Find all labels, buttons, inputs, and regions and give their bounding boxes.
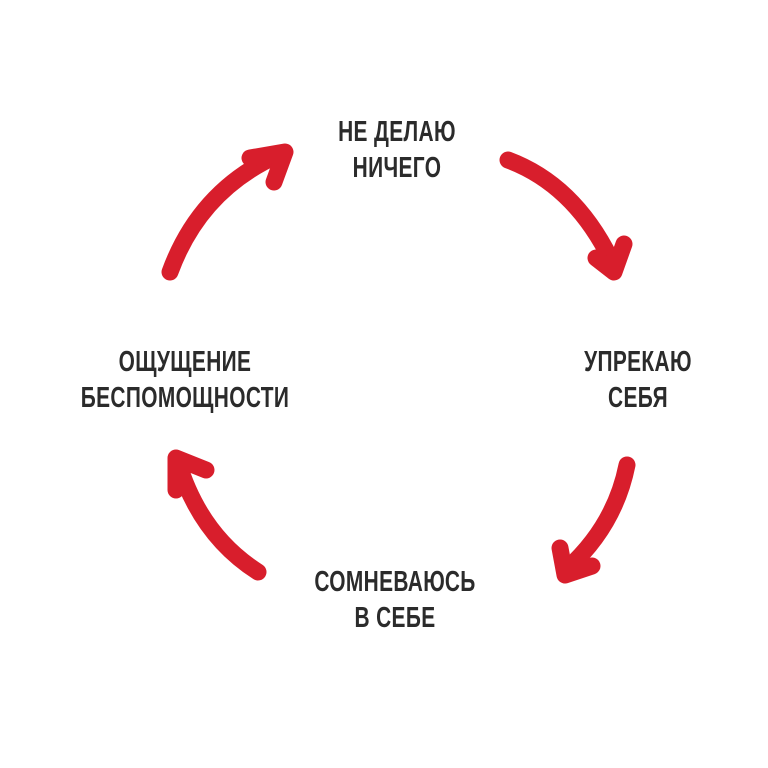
- node-line: УПРЕКАЮ: [584, 346, 692, 378]
- arrow-right-to-bottom: [551, 456, 636, 584]
- node-line: В СЕБЕ: [354, 602, 436, 634]
- node-helplessness: ОЩУЩЕНИЕ БЕСПОМОЩНОСТИ: [81, 344, 289, 416]
- node-line: ОЩУЩЕНИЕ: [118, 346, 252, 378]
- node-line: НИЧЕГО: [352, 152, 442, 184]
- arrow-bottom-to-left: [167, 449, 267, 581]
- node-line: СОМНЕВАЮСЬ: [314, 566, 476, 598]
- node-doubt-myself: СОМНЕВАЮСЬ В СЕБЕ: [314, 564, 475, 636]
- node-blame-myself: УПРЕКАЮ СЕБЯ: [584, 344, 692, 416]
- node-line: СЕБЯ: [608, 382, 668, 414]
- node-do-nothing: НЕ ДЕЛАЮ НИЧЕГО: [338, 114, 456, 186]
- node-line: БЕСПОМОЩНОСТИ: [80, 382, 290, 414]
- arrow-left-to-top: [161, 143, 294, 281]
- arrow-top-to-right: [499, 151, 633, 281]
- node-line: НЕ ДЕЛАЮ: [338, 116, 456, 148]
